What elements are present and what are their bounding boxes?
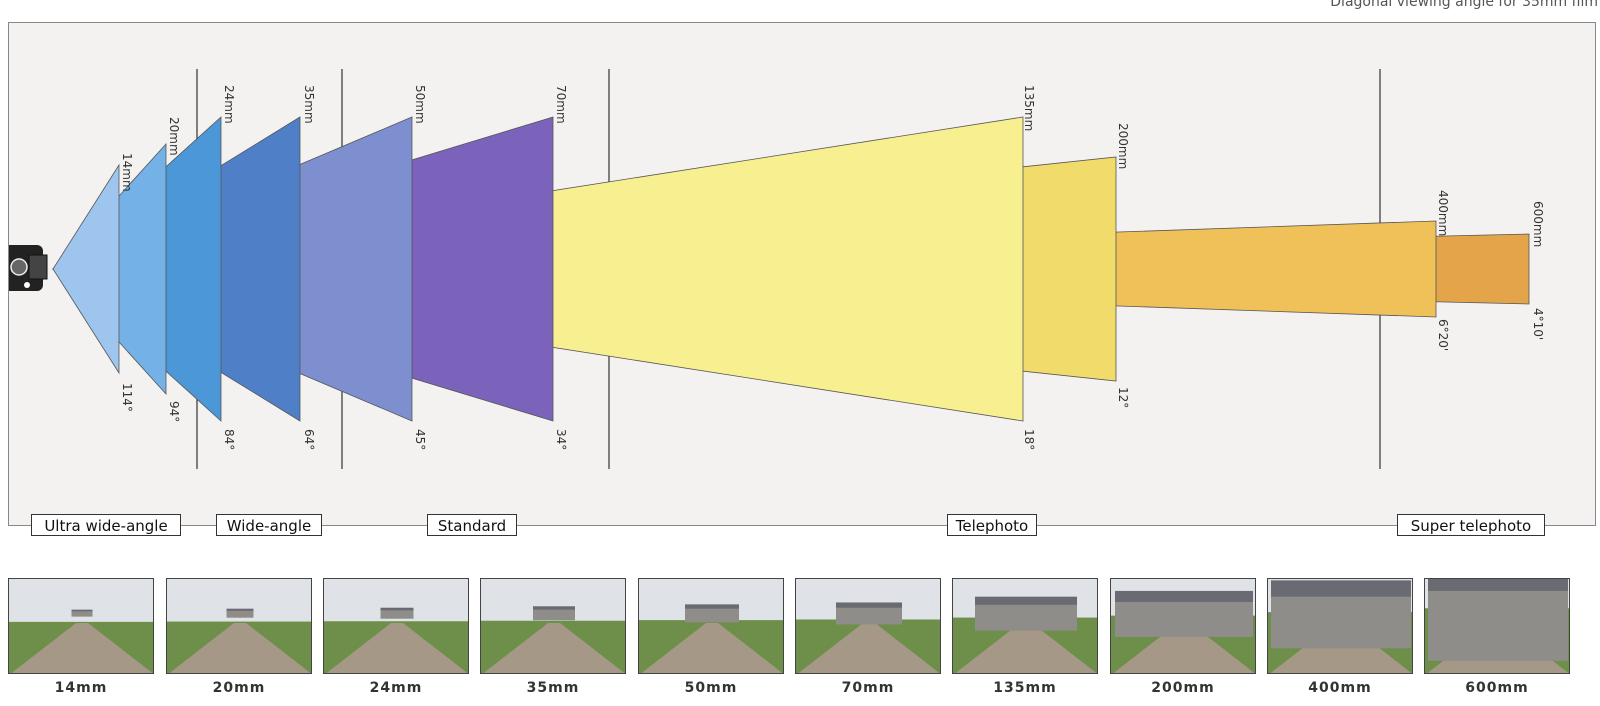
angle-label: 45° [413,429,427,450]
thumbnail-image-70mm [795,578,941,674]
angle-label: 114° [120,383,134,412]
category-wide-angle: Wide-angle [216,514,322,536]
focal-length-label: 400mm [1436,190,1450,236]
focal-length-label: 14mm [120,153,134,192]
angle-fan-chart: 14mm 114° 20mm 94° 24mm 84° 35mm 64° 50mm 45° 70mm… [9,23,1595,525]
thumbnail-image-14mm [8,578,154,674]
focal-length-label: 135mm [1022,85,1036,131]
category-standard: Standard [427,514,517,536]
category-telephoto: Telephoto [947,514,1037,536]
category-ultra-wide-angle: Ultra wide-angle [31,514,181,536]
diagram-caption: Diagonal viewing angle for 35mm film [1330,0,1598,10]
thumbnail-image-24mm [323,578,469,674]
angle-label: 84° [222,429,236,450]
viewing-angle-diagram: 14mm 114° 20mm 94° 24mm 84° 35mm 64° 50mm 45° 70mm… [8,22,1596,526]
angle-label: 18° [1022,429,1036,450]
thumbnail-image-200mm [1110,578,1256,674]
thumbnail-label: 14mm [8,680,154,696]
angle-label: 6°20' [1436,319,1450,351]
thumbnail-label: 70mm [795,680,941,696]
camera-icon [9,245,47,291]
focal-length-label: 70mm [554,85,568,124]
focal-length-label: 24mm [222,85,236,124]
thumbnail-image-135mm [952,578,1098,674]
focal-length-label: 50mm [413,85,427,124]
thumbnail-label: 200mm [1110,680,1256,696]
thumbnail-image-50mm [638,578,784,674]
thumbnail-label: 24mm [323,680,469,696]
focal-length-label: 20mm [167,117,181,156]
fov-wedge-14mm [53,165,119,373]
angle-label: 64° [302,429,316,450]
thumbnail-image-600mm [1424,578,1570,674]
angle-label: 4°10' [1531,308,1545,340]
thumbnail-label: 135mm [952,680,1098,696]
focal-length-label: 600mm [1531,201,1545,247]
thumbnail-label: 400mm [1267,680,1413,696]
thumbnail-label: 35mm [480,680,626,696]
focal-length-label: 35mm [302,85,316,124]
thumbnail-label: 50mm [638,680,784,696]
angle-label: 12° [1116,387,1130,408]
focal-length-label: 200mm [1116,123,1130,169]
thumbnail-image-400mm [1267,578,1413,674]
thumbnail-image-35mm [480,578,626,674]
category-super-telephoto: Super telephoto [1397,514,1545,536]
thumbnail-image-20mm [166,578,312,674]
angle-label: 34° [554,429,568,450]
thumbnail-label: 600mm [1424,680,1570,696]
thumbnail-label: 20mm [166,680,312,696]
angle-label: 94° [167,401,181,422]
